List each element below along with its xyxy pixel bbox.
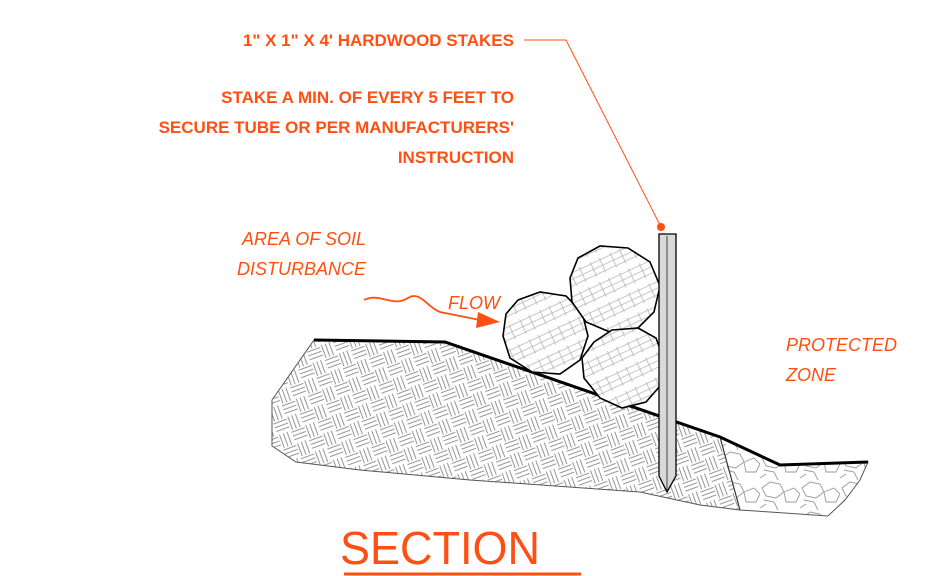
protected-zone-line-1: PROTECTED (786, 335, 897, 355)
ground-surface-line (313, 338, 869, 467)
area-label-line-2: DISTURBANCE (237, 259, 367, 279)
stakes-label: 1" X 1" X 4' HARDWOOD STAKES (243, 31, 514, 50)
section-title: SECTION (340, 522, 540, 574)
hardwood-stake (658, 233, 677, 494)
flow-arrow-icon (363, 295, 500, 328)
stake-note-line-3: INSTRUCTION (398, 148, 514, 167)
stake-note-line-1: STAKE A MIN. OF EVERY 5 FEET TO (221, 88, 514, 107)
area-label-line-1: AREA OF SOIL (241, 229, 366, 249)
fiber-roll-tube-bottom-right (581, 327, 665, 409)
stake-leader-line (524, 39, 661, 226)
fiber-roll-tube-bottom-left (502, 291, 589, 375)
protected-zone-line-2: ZONE (785, 365, 837, 385)
stake-note-line-2: SECURE TUBE OR PER MANUFACTURERS' (159, 118, 514, 137)
leader-dot (657, 223, 665, 231)
zone-divider (719, 436, 741, 511)
fiber-roll-tube-top (569, 245, 661, 333)
flow-label: FLOW (448, 293, 502, 313)
